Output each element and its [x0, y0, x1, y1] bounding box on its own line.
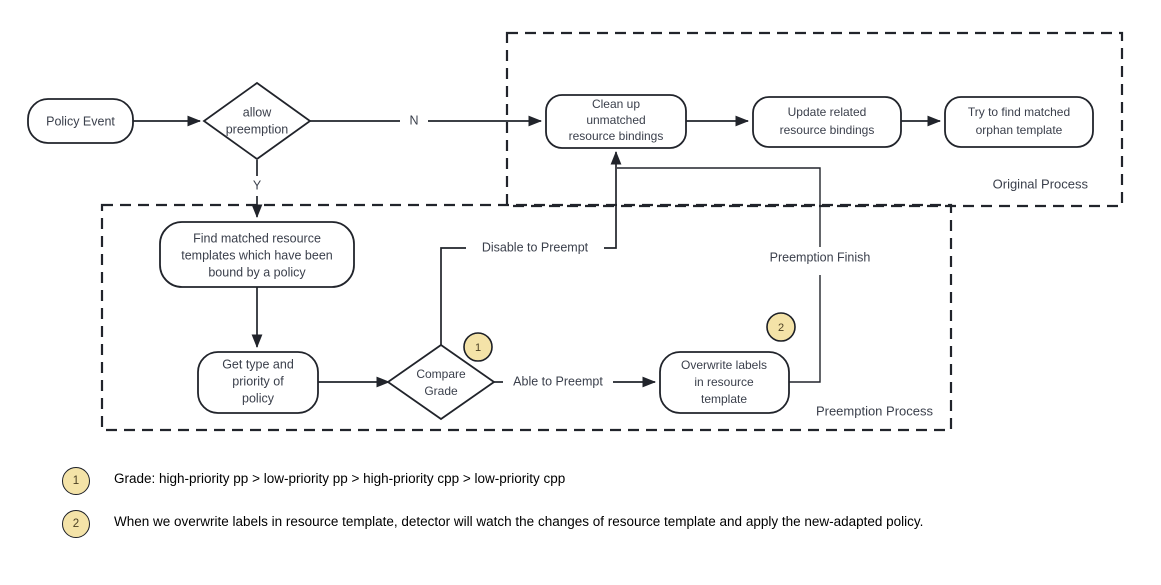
node-try-find-label-line2: orphan template [976, 123, 1063, 137]
footnote-list: 1 Grade: high-priority pp > low-priority… [62, 466, 1022, 552]
node-clean-up-label-line1: Clean up [592, 97, 640, 111]
edge-disable-preempt-up [604, 150, 622, 249]
node-policy-event-shape [27, 98, 134, 144]
group-label-original-process: Original Process [993, 176, 1089, 191]
edge-label-disable-to-preempt: Disable to Preempt [482, 240, 589, 254]
node-compare-grade-label-line1: Compare [416, 367, 466, 381]
footnote-text-1: Grade: high-priority pp > low-priority p… [114, 471, 566, 486]
footnote-badge-2: 2 [62, 510, 90, 538]
footnote-text-2: When we overwrite labels in resource tem… [114, 514, 924, 529]
node-try-find-shape [944, 96, 1094, 148]
node-find-matched-label-line1: Find matched resource [193, 231, 321, 245]
node-policy-event-label: Policy Event [46, 114, 115, 128]
node-get-type-label-line1: Get type and [222, 357, 294, 371]
node-compare-grade-label-line2: Grade [424, 384, 458, 398]
footnote-badge-1: 1 [62, 467, 90, 495]
edge-preemption-finish-vertical-lower [789, 275, 821, 383]
node-try-find-label-line1: Try to find matched [968, 105, 1070, 119]
node-compare-grade-shape [386, 343, 496, 421]
group-box-preemption-process [100, 203, 953, 432]
node-compare-grade-decision[interactable]: Compare Grade [386, 343, 496, 421]
node-overwrite-labels-in-resource-template[interactable]: Overwrite labels in resource template [659, 351, 790, 414]
node-allow-preemption-shape [202, 81, 312, 161]
node-clean-up-unmatched-resource-bindings[interactable]: Clean up unmatched resource bindings [545, 94, 687, 149]
edge-preemption-finish-to-merge [617, 167, 821, 247]
node-clean-up-label-line3: resource bindings [569, 129, 664, 143]
node-policy-event[interactable]: Policy Event [27, 98, 134, 144]
edge-label-able-to-preempt: Able to Preempt [513, 374, 603, 388]
group-box-original-process [505, 31, 1124, 208]
node-update-related-resource-bindings[interactable]: Update related resource bindings [752, 96, 902, 148]
node-overwrite-label-line1: Overwrite labels [681, 358, 767, 372]
node-get-type-shape [197, 351, 319, 414]
node-allow-preemption-label-line2: preemption [226, 122, 289, 136]
node-update-related-label-line2: resource bindings [780, 123, 875, 137]
node-clean-up-shape [545, 94, 687, 149]
edge-disable-preempt-left [440, 247, 466, 346]
badge-two-overwrite-labels: 2 [766, 312, 796, 342]
node-update-related-label-line1: Update related [788, 105, 867, 119]
edge-label-no: N [409, 113, 418, 127]
edge-label-preemption-finish: Preemption Finish [770, 250, 871, 264]
footnote-item-1: 1 Grade: high-priority pp > low-priority… [62, 466, 1022, 495]
node-find-matched-label-line2: templates which have been [181, 248, 333, 262]
node-find-matched-shape [159, 221, 355, 288]
node-clean-up-label-line2: unmatched [586, 113, 645, 127]
node-find-matched-label-line3: bound by a policy [208, 265, 306, 279]
node-get-type-and-priority-of-policy[interactable]: Get type and priority of policy [197, 351, 319, 414]
node-overwrite-label-line2: in resource [694, 375, 754, 389]
badge-one-compare-grade: 1 [463, 332, 493, 362]
node-try-to-find-matched-orphan-template[interactable]: Try to find matched orphan template [944, 96, 1094, 148]
group-label-preemption-process: Preemption Process [816, 403, 934, 418]
node-allow-preemption-label-line1: allow [243, 105, 272, 119]
badge-one-circle [463, 332, 493, 362]
node-get-type-label-line2: priority of [232, 374, 284, 388]
footnote-item-2: 2 When we overwrite labels in resource t… [62, 509, 1022, 538]
node-overwrite-label-line3: template [701, 392, 747, 406]
node-update-related-shape [752, 96, 902, 148]
node-allow-preemption-decision[interactable]: allow preemption [202, 81, 312, 161]
node-overwrite-shape [659, 351, 790, 414]
badge-one-number: 1 [475, 342, 481, 354]
edge-label-yes: Y [253, 178, 262, 192]
node-get-type-label-line3: policy [242, 391, 275, 405]
badge-two-number: 2 [778, 322, 784, 334]
badge-two-circle [766, 312, 796, 342]
node-find-matched-resource-templates[interactable]: Find matched resource templates which ha… [159, 221, 355, 288]
